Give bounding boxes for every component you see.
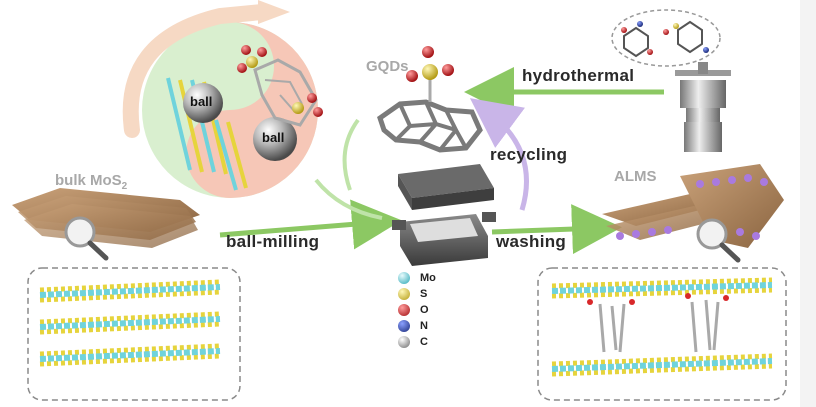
legend-text-mo: Mo	[420, 272, 436, 284]
legend-text-n: N	[420, 320, 428, 332]
legend-row-mo: Mo	[398, 270, 458, 286]
label-recycling: recycling	[490, 145, 568, 164]
label-ball-top: ball	[190, 94, 213, 109]
gqd-to-jar-arrow	[342, 118, 360, 191]
label-alms: ALMS	[614, 168, 657, 185]
autoclave	[675, 62, 731, 152]
ball-bottom	[253, 117, 297, 161]
magnifier-icon-right	[696, 218, 741, 263]
gqds-molecule	[377, 46, 483, 153]
legend-dot-mo	[398, 272, 410, 284]
gqd-sulfonated-in-circle	[237, 45, 323, 127]
legend-text-s: S	[420, 288, 428, 300]
bulk-structure-box	[27, 267, 241, 401]
milling-jar	[392, 164, 496, 266]
recycling-arrow	[469, 98, 529, 211]
legend-dot-o	[398, 304, 410, 316]
legend-row-o: O	[398, 302, 458, 318]
label-hydrothermal: hydrothermal	[522, 66, 635, 85]
legend-row-s: S	[398, 286, 458, 302]
legend-row-n: N	[398, 318, 458, 334]
legend-text-c: C	[420, 336, 428, 348]
legend-dot-s	[398, 288, 410, 300]
label-gqds: GQDs	[366, 58, 409, 75]
legend-text-o: O	[420, 304, 429, 316]
label-bulk-mos2-sub: 2	[121, 181, 128, 192]
legend-dot-c	[398, 336, 410, 348]
label-bulk-mos2-main: bulk MoS	[55, 172, 122, 189]
label-bulk-mos2: bulk MoS2	[55, 172, 127, 192]
mos2-layers-in-circle	[166, 77, 248, 191]
ball-milling-arrow	[219, 199, 402, 250]
atom-legend: Mo S O N C	[398, 270, 458, 350]
label-washing: washing	[496, 232, 567, 251]
label-ball-milling: ball-milling	[226, 232, 320, 251]
bulk-mos2-sheets	[12, 188, 200, 248]
precursor-molecules	[611, 9, 721, 67]
legend-dot-n	[398, 320, 410, 332]
legend-row-c: C	[398, 334, 458, 350]
ball-top	[183, 83, 223, 123]
washing-arrow	[491, 204, 622, 255]
alms-sheets	[602, 164, 784, 248]
right-edge-strip	[800, 0, 816, 407]
circle-to-jar-arrow	[314, 178, 383, 220]
alms-structure-box	[537, 267, 787, 401]
label-ball-bottom: ball	[262, 130, 285, 145]
magnifier-icon	[64, 216, 109, 261]
